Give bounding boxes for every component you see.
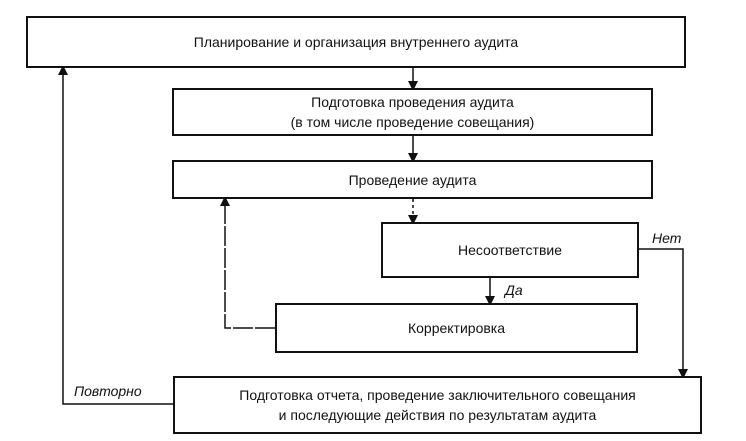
no-label: Нет [652,230,682,246]
conducting-box: Проведение аудита [172,160,653,199]
conducting-label: Проведение аудита [348,171,477,188]
preparation-label-line1: Подготовка проведения аудита [311,94,514,110]
report-box: Подготовка отчета, проведение заключител… [173,376,702,434]
planning-label: Планирование и организация внутреннего а… [193,34,519,50]
arrow-nonconformity-to-report [639,248,688,379]
repeat-label: Повторно [74,383,142,399]
preparation-box: Подготовка проведения аудита (в том числ… [172,88,653,136]
planning-box: Планирование и организация внутреннего а… [26,16,686,68]
nonconformity-box: Несоответствие [381,222,639,278]
correction-box: Корректировка [275,303,638,353]
report-label-line2: и последующие действия по результатам ау… [278,407,597,423]
correction-label: Корректировка [407,320,506,336]
yes-label: Да [505,282,523,298]
arrow-correction-to-conducting [220,196,275,329]
preparation-label-line2: (в том числе проведение совещания) [290,114,535,130]
report-label-line1: Подготовка отчета, проведение заключител… [239,387,636,403]
nonconformity-label: Несоответствие [457,242,563,258]
arrow-report-to-planning [58,65,173,405]
